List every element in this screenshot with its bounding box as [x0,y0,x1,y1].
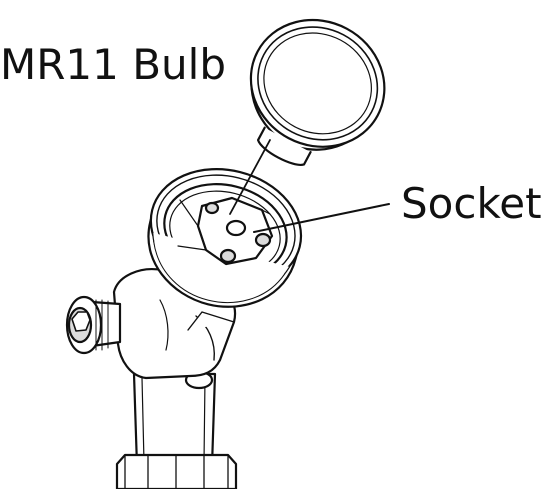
socket-face [177,196,274,266]
base-tube [132,370,217,468]
bulb-leader-line [229,139,271,215]
hex-nut [115,453,238,489]
side-knob [65,295,122,355]
socket-label: Socket [401,179,542,228]
socket-leader-line [253,203,390,233]
mr11-bulb [249,18,386,166]
bulb-label: MR11 Bulb [0,40,226,89]
